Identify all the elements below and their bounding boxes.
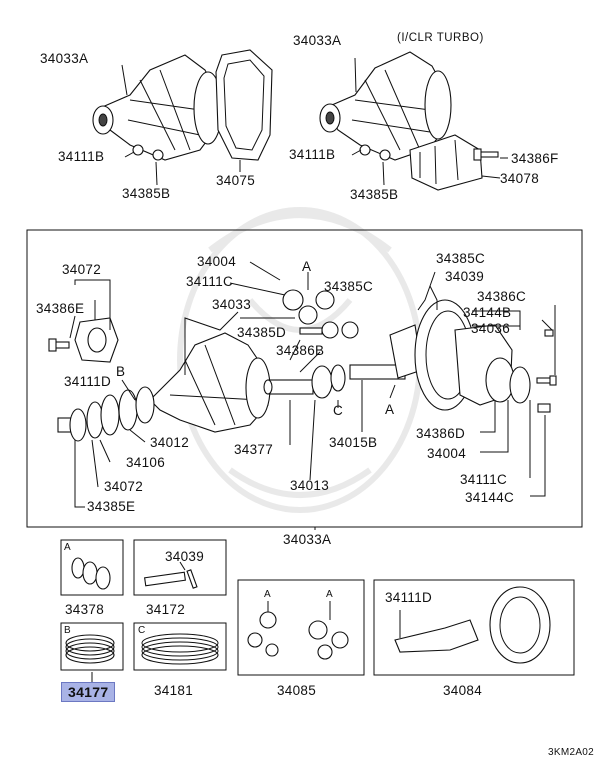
kit-label-B: B [64,625,71,636]
shim-C[interactable] [330,364,346,392]
label-34004-top: 34004 [197,254,237,269]
label-34072-top: 34072 [62,262,102,277]
flange-yoke-34072[interactable] [74,317,119,363]
label-34075: 34075 [216,173,256,188]
lock-plate-34144C[interactable] [537,403,551,413]
label-34144B: 34144B [463,305,512,320]
washer-34385B-2[interactable] [379,149,391,161]
collapsible-spacer-34377[interactable] [263,379,314,395]
label-34039: 34039 [445,269,485,284]
diagram-code: 3KM2A02 [548,747,595,758]
label-34111D-kit: 34111D [385,590,433,605]
label-34106: 34106 [126,455,166,470]
carrier-housing-34033[interactable] [149,332,271,433]
nut-34111B[interactable] [132,144,144,156]
label-34111C-bottom: 34111C [460,472,508,487]
label-34181: 34181 [154,683,194,698]
label-34144C: 34144C [465,490,515,505]
label-34078: 34078 [500,171,540,186]
differential-case[interactable] [454,324,531,406]
gear-kit-34085[interactable] [247,611,349,660]
pinion-shaft-34172[interactable] [144,569,198,589]
label-34013: 34013 [290,478,330,493]
kit-box-B-34177 [60,622,124,671]
companion-flange-34072[interactable] [57,408,87,442]
washer-34385B[interactable] [152,149,164,161]
highlighted-part-34177[interactable]: 34177 [60,682,116,702]
label-34111D: 34111D [64,374,112,389]
label-34015B: 34015B [329,435,378,450]
bolt-34386C[interactable] [536,375,557,386]
label-34385B-right: 34385B [350,187,399,202]
kit-box-34085 [237,579,365,676]
oil-seal-34106[interactable] [86,401,104,439]
label-34385E: 34385E [87,499,136,514]
bolt-34386E[interactable] [48,338,70,352]
bearing-34013[interactable] [311,365,333,399]
label-34386E: 34386E [36,301,85,316]
label-34039-kit: 34039 [165,549,205,564]
label-34033A-right: 34033A [293,33,342,48]
label-A-top: A [302,259,312,274]
gasket-34075[interactable] [215,49,273,161]
bolt-34386F[interactable] [473,148,499,161]
bearing-34012[interactable] [100,394,120,436]
main-assembly-frame [26,229,583,528]
diff-carrier-assembly-left[interactable] [92,54,223,161]
kit-label-C: C [138,625,146,636]
diff-carrier-assembly-right[interactable] [319,51,452,161]
spacer-ring[interactable] [118,389,138,431]
label-34111B-left: 34111B [58,149,105,164]
kit-box-A-34378 [60,539,124,596]
ring-pinion-set-34084[interactable] [394,586,551,664]
label-34036: 34036 [471,321,511,336]
label-34386F: 34386F [511,151,559,166]
label-34084: 34084 [443,683,483,698]
label-C: C [333,403,344,418]
label-34033A-left: 34033A [40,51,89,66]
kit-box-C-34181 [133,622,227,671]
shim-B[interactable] [135,386,155,424]
label-34111C-top: 34111C [186,274,234,289]
label-34085: 34085 [277,683,317,698]
shim-set-34177[interactable] [65,634,115,664]
label-34386B: 34386B [276,343,325,358]
label-34385D: 34385D [237,325,287,340]
kit-label-A-2: A [326,589,333,600]
label-turbo-note: (I/CLR TURBO) [397,32,484,44]
mounting-bracket-34078[interactable] [409,134,483,191]
label-34386D: 34386D [416,426,466,441]
label-34012: 34012 [150,435,190,450]
label-A-bottom: A [385,402,395,417]
shim-set-34181[interactable] [141,633,219,665]
label-34172: 34172 [146,602,186,617]
kit-box-34084 [373,579,575,676]
label-34004-bottom: 34004 [427,446,467,461]
nut-34111B-2[interactable] [359,144,371,156]
kit-box-34172 [133,539,227,596]
drive-pinion-34015B[interactable] [349,324,423,380]
label-34385C-mid: 34385C [324,279,374,294]
label-34033A-main: 34033A [283,532,332,547]
label-34111B-right: 34111B [289,147,336,162]
pinion-mate-gears[interactable] [282,289,359,339]
label-B: B [116,364,126,379]
label-34378: 34378 [65,602,105,617]
kit-label-A-1: A [264,589,271,600]
lock-plate-34144B[interactable] [544,329,554,337]
label-34385B-left: 34385B [122,186,171,201]
label-34386C: 34386C [477,289,527,304]
label-34385C-top: 34385C [436,251,486,266]
kit-label-A: A [64,542,71,553]
label-34072-bottom: 34072 [104,479,144,494]
label-34033: 34033 [212,297,252,312]
label-34377: 34377 [234,442,274,457]
shim-set-34378[interactable] [71,557,111,590]
